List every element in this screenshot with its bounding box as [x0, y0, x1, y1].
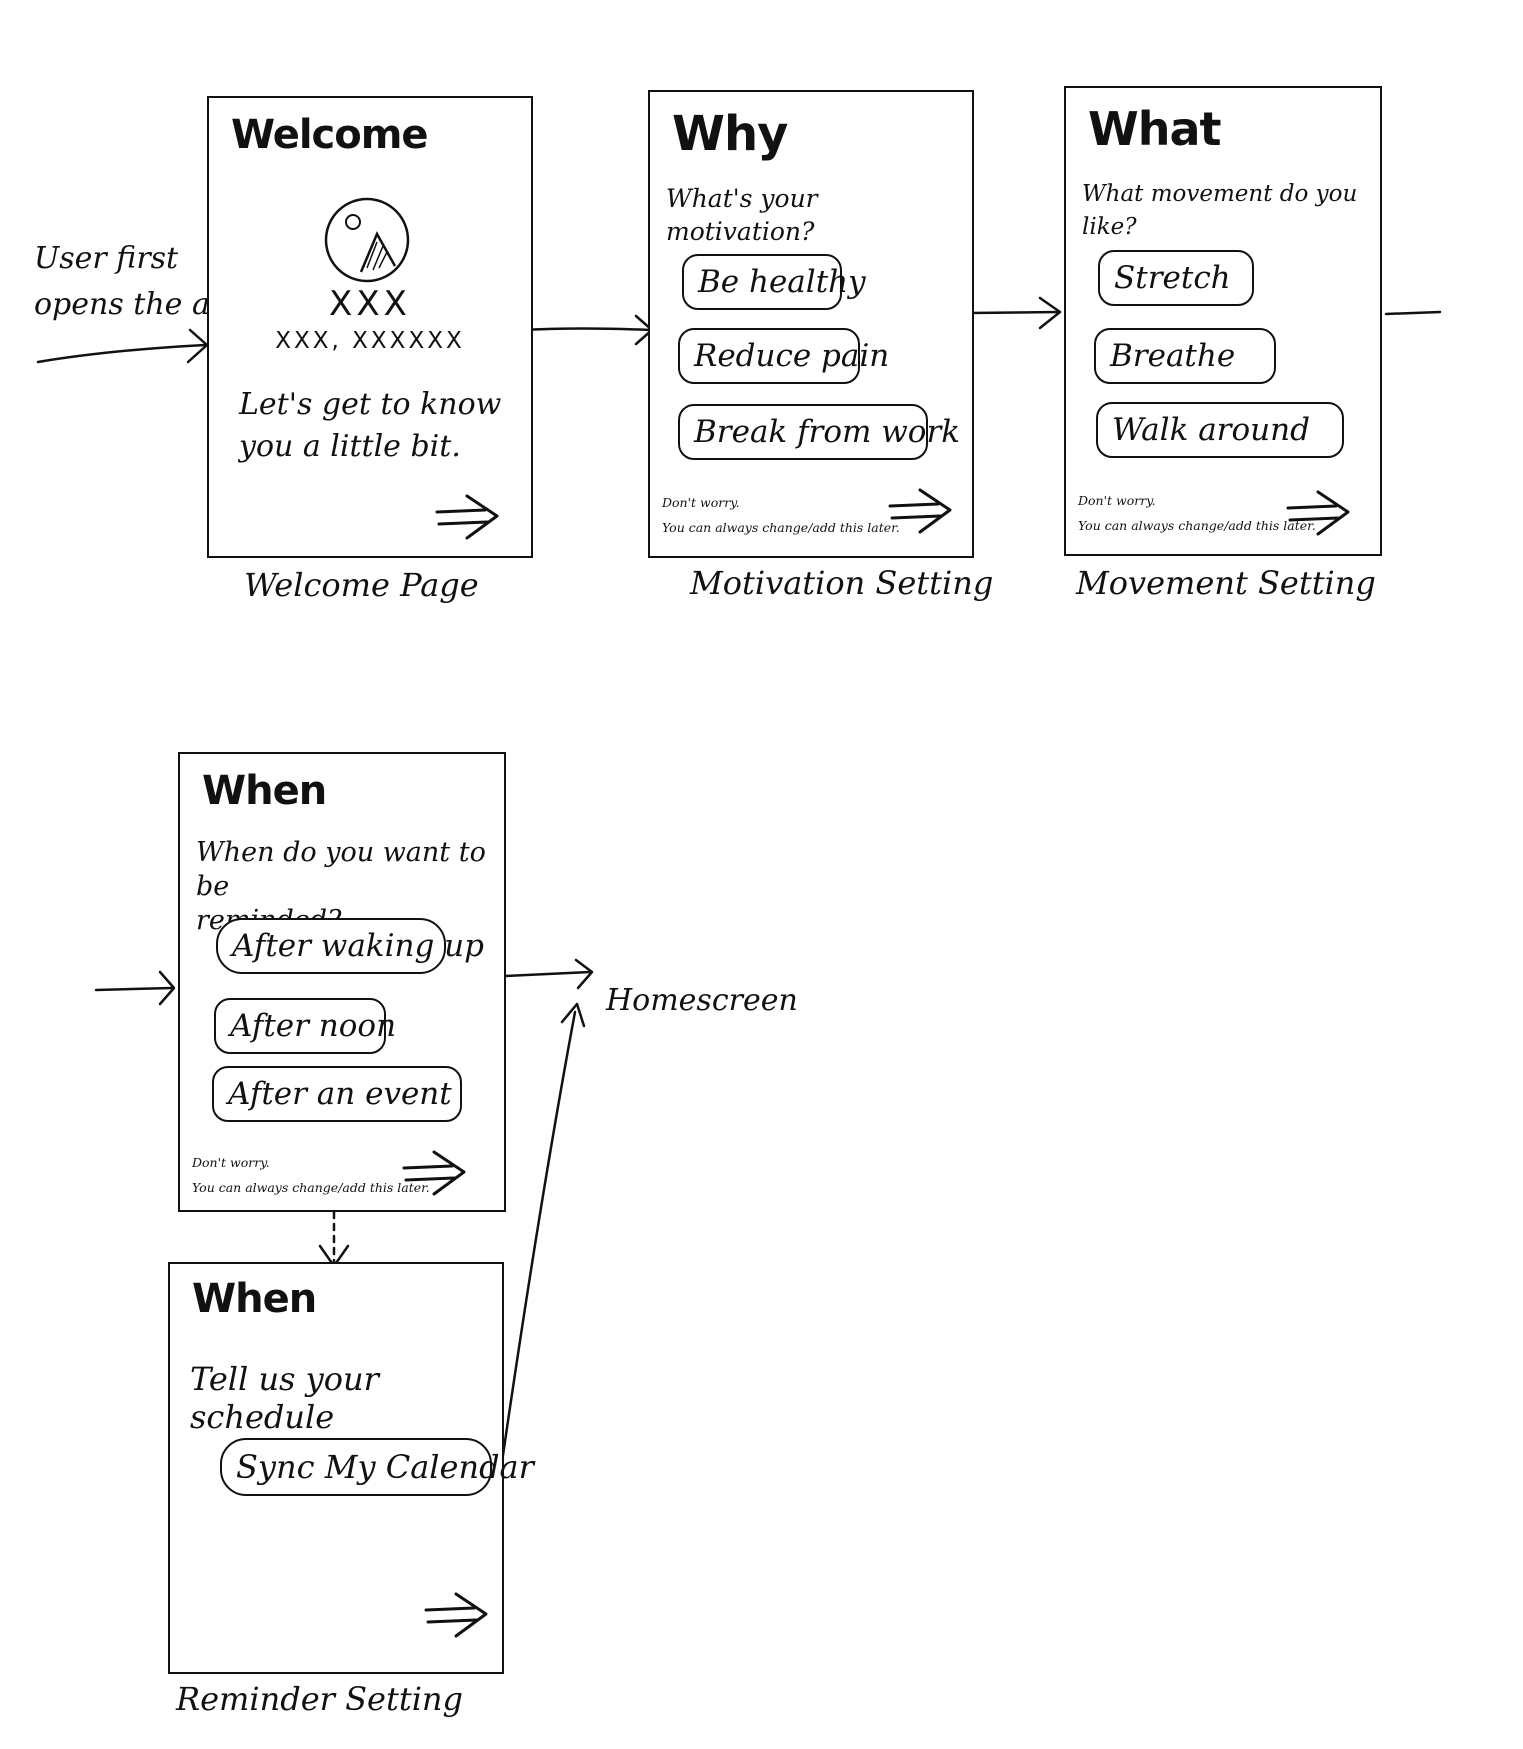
option-reduce-pain[interactable]: Reduce pain: [678, 328, 889, 384]
next-arrow-icon[interactable]: [886, 484, 956, 538]
welcome-message: Let's get to know you a little bit.: [239, 384, 501, 468]
welcome-caption: Welcome Page: [244, 566, 479, 604]
motivation-note-line1: Don't worry.: [662, 495, 740, 510]
welcome-subtitle: XXX, XXXXXX: [275, 328, 465, 354]
reminder-title: When: [202, 768, 327, 814]
movement-question: What movement do you like?: [1082, 181, 1358, 240]
motivation-screen: Why What's your motivation? Be healthy R…: [648, 90, 974, 558]
motivation-caption: Motivation Setting: [690, 564, 994, 602]
welcome-screen: Welcome XXX XXX, XXXXXX Let's get to kno…: [207, 96, 533, 558]
movement-note: Don't worry. You can always change/add t…: [1078, 488, 1316, 538]
next-arrow-icon[interactable]: [1284, 486, 1354, 540]
option-be-healthy[interactable]: Be healthy: [682, 254, 866, 310]
option-after-an-event[interactable]: After an event: [212, 1066, 462, 1122]
entry-arrow: [36, 343, 207, 364]
option-walk-around[interactable]: Walk around: [1096, 402, 1344, 458]
reminder-screen: When When do you want to be reminded? Af…: [178, 752, 506, 1212]
entry-label-line1: User first: [34, 241, 179, 276]
next-arrow-icon[interactable]: [422, 1588, 492, 1642]
movement-title: What: [1088, 102, 1222, 156]
welcome-name: XXX: [329, 284, 411, 324]
schedule-prompt: Tell us your schedule: [190, 1360, 379, 1436]
next-arrow-icon[interactable]: [433, 490, 503, 544]
reminder-note-line2: You can always change/add this later.: [192, 1180, 430, 1195]
motivation-note-line2: You can always change/add this later.: [662, 520, 900, 535]
reminder-entry-arrow: [94, 986, 174, 992]
reminder-to-home-head: [574, 958, 594, 990]
welcome-to-motivation-arrow: [520, 327, 652, 332]
homescreen-label: Homescreen: [606, 983, 798, 1018]
welcome-title: Welcome: [231, 112, 429, 158]
reminder-question-line1: When do you want to be: [196, 837, 486, 902]
movement-screen: What What movement do you like? Stretch …: [1064, 86, 1382, 556]
option-breathe[interactable]: Breathe: [1094, 328, 1276, 384]
welcome-message-line1: Let's get to know: [239, 387, 502, 422]
reminder-note-line1: Don't worry.: [192, 1155, 270, 1170]
option-after-waking-up[interactable]: After waking up: [216, 918, 484, 974]
option-stretch[interactable]: Stretch: [1098, 250, 1254, 306]
sync-calendar-button[interactable]: Sync My Calendar: [220, 1438, 534, 1496]
motivation-to-movement-arrow: [968, 310, 1062, 315]
motivation-to-movement-head: [1038, 296, 1062, 330]
motivation-question: What's your motivation?: [666, 184, 818, 246]
welcome-message-line2: you a little bit.: [239, 429, 461, 464]
movement-note-line1: Don't worry.: [1078, 493, 1156, 508]
movement-caption: Movement Setting: [1076, 564, 1376, 602]
schedule-to-home-arrow: [500, 1010, 577, 1464]
reminder-entry-head: [158, 970, 176, 1006]
movement-exit-line: [1384, 310, 1442, 316]
reminder-caption: Reminder Setting: [176, 1680, 464, 1718]
option-break-from-work[interactable]: Break from work: [678, 404, 960, 460]
schedule-title: When: [192, 1276, 317, 1322]
movement-note-line2: You can always change/add this later.: [1078, 518, 1316, 533]
schedule-screen: When Tell us your schedule Sync My Calen…: [168, 1262, 534, 1674]
reminder-to-home-arrow: [503, 970, 592, 978]
motivation-title: Why: [672, 106, 788, 162]
schedule-to-home-head: [560, 1002, 586, 1028]
reminder-note: Don't worry. You can always change/add t…: [192, 1150, 430, 1200]
next-arrow-icon[interactable]: [400, 1146, 470, 1200]
option-after-noon[interactable]: After noon: [214, 998, 396, 1054]
avatar-image-icon: [324, 197, 410, 283]
motivation-note: Don't worry. You can always change/add t…: [662, 490, 900, 540]
